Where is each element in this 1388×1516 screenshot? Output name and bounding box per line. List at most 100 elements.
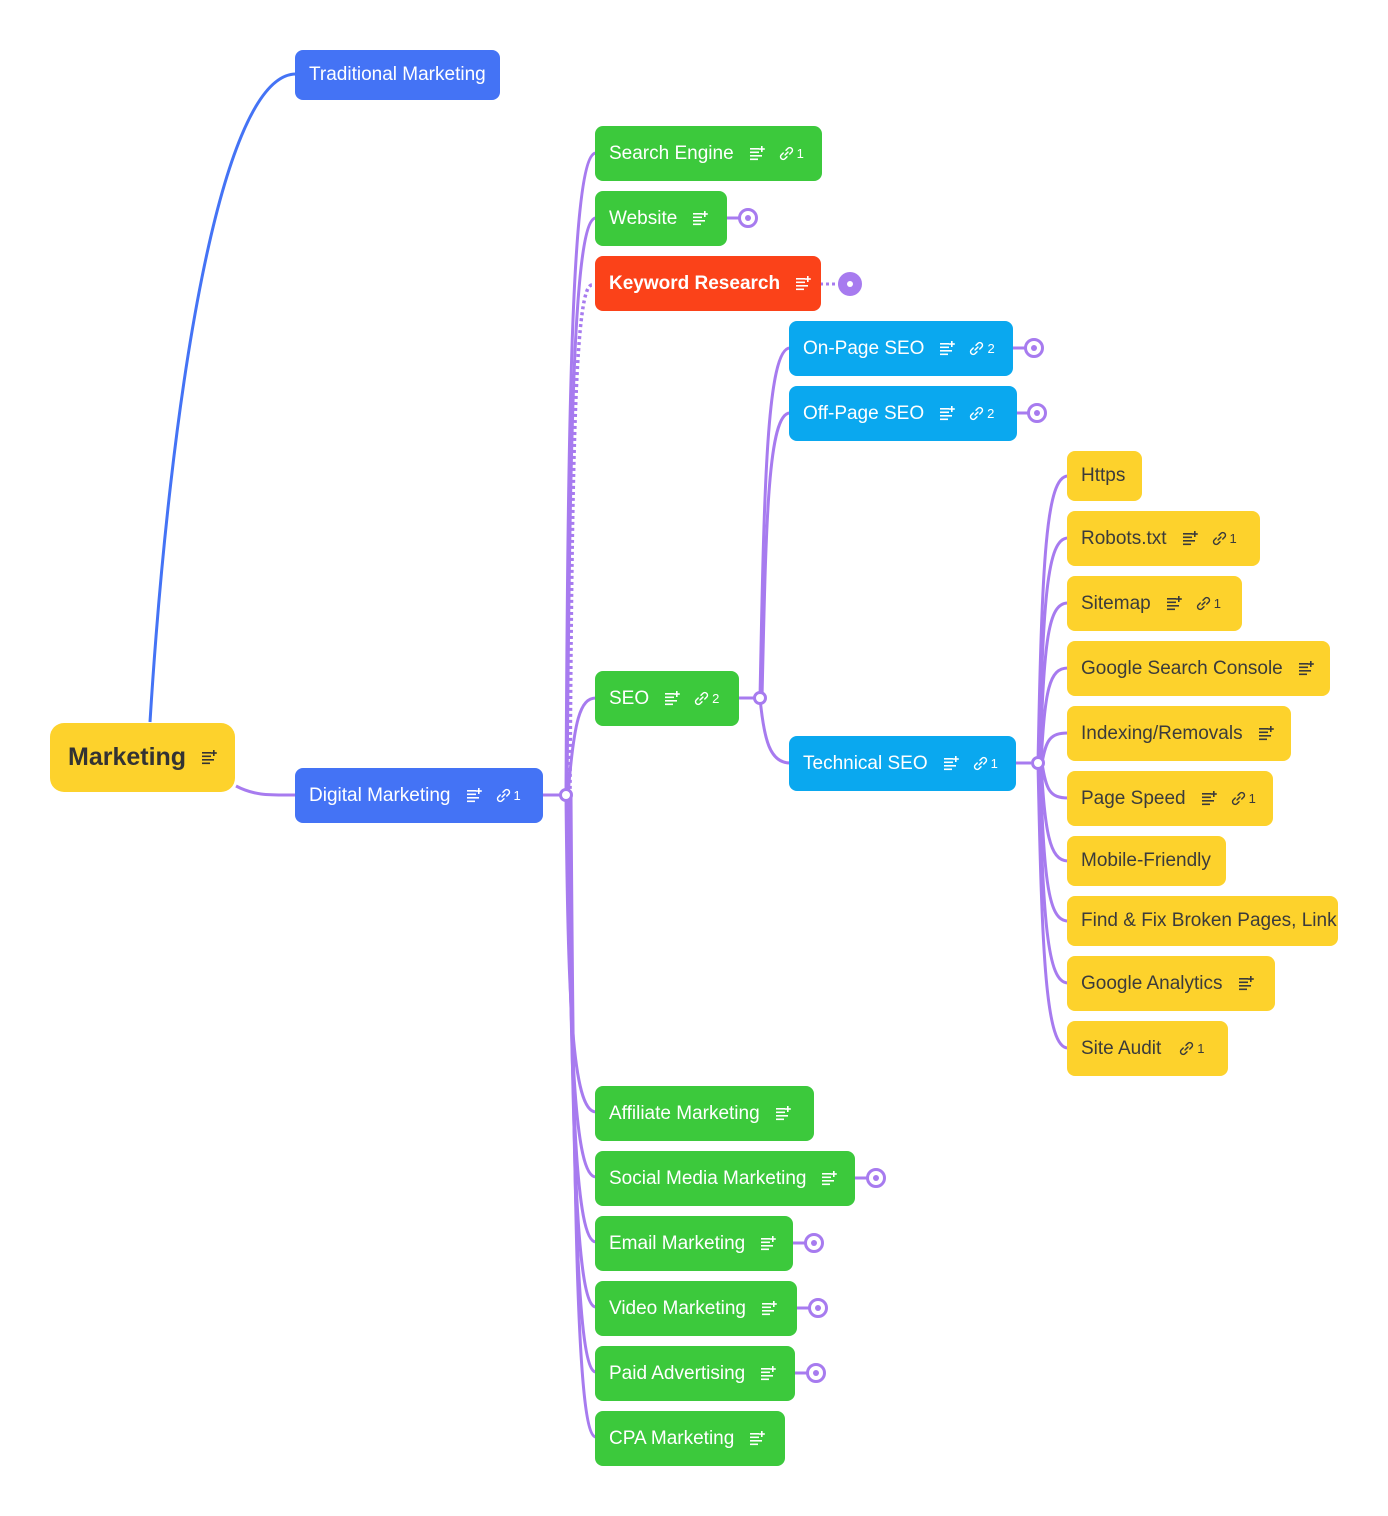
link-tech-sitemap <box>1038 601 1069 764</box>
note-icon[interactable] <box>665 691 680 706</box>
note-icon[interactable] <box>466 788 482 803</box>
node-page-speed[interactable]: Page Speed 1 <box>1067 771 1273 826</box>
node-paid-advertising[interactable]: Paid Advertising <box>595 1346 795 1401</box>
note-icon[interactable] <box>822 1171 838 1186</box>
website-expand-icon[interactable] <box>738 208 758 228</box>
node-label: Social Media Marketing <box>609 1167 807 1189</box>
link-tech-indexing <box>1040 731 1069 764</box>
node-seo[interactable]: SEO 2 <box>595 671 739 726</box>
node-mobile-friendly[interactable]: Mobile-Friendly <box>1067 836 1226 886</box>
note-icon[interactable] <box>1201 791 1217 806</box>
note-icon[interactable] <box>761 1301 777 1316</box>
node-google-analytics[interactable]: Google Analytics <box>1067 956 1275 1011</box>
video-marketing-expand-icon[interactable] <box>808 1298 828 1318</box>
link-tech-mobile <box>1039 762 1069 863</box>
link-count: 1 <box>990 756 998 771</box>
link-icon[interactable]: 2 <box>969 406 994 421</box>
node-label: Robots.txt <box>1081 527 1167 549</box>
node-search-engine[interactable]: Search Engine 1 <box>595 126 822 181</box>
node-find-fix-broken[interactable]: Find & Fix Broken Pages, Link <box>1067 896 1338 946</box>
node-label: Page Speed <box>1081 787 1186 809</box>
link-icon[interactable]: 1 <box>1196 596 1221 611</box>
note-icon[interactable] <box>943 756 959 771</box>
link-tech-site-audit <box>1036 762 1069 1050</box>
digital-branch-hub[interactable] <box>559 788 573 802</box>
node-email-marketing[interactable]: Email Marketing <box>595 1216 793 1271</box>
keyword-research-expand-icon[interactable] <box>838 272 862 296</box>
link-marketing-traditional <box>148 72 297 723</box>
node-label: Email Marketing <box>609 1232 746 1254</box>
node-digital-marketing[interactable]: Digital Marketing 1 <box>295 768 543 823</box>
node-label: Technical SEO <box>803 752 928 774</box>
node-robots-txt[interactable]: Robots.txt 1 <box>1067 511 1260 566</box>
node-label: Off-Page SEO <box>803 402 925 424</box>
off-page-seo-expand-icon[interactable] <box>1027 403 1047 423</box>
email-marketing-expand-icon[interactable] <box>804 1233 824 1253</box>
node-label: CPA Marketing <box>609 1427 735 1449</box>
node-off-page-seo[interactable]: Off-Page SEO 2 <box>789 386 1017 441</box>
node-label: Traditional Marketing <box>309 64 486 85</box>
node-keyword-research[interactable]: Keyword Research <box>595 256 821 311</box>
note-icon[interactable] <box>750 1431 766 1446</box>
link-icon[interactable]: 1 <box>1179 1041 1205 1056</box>
link-digital-cpa <box>569 794 597 1439</box>
node-indexing-removals[interactable]: Indexing/Removals <box>1067 706 1291 761</box>
note-icon[interactable] <box>796 276 811 291</box>
note-icon[interactable] <box>1298 661 1314 676</box>
link-icon[interactable]: 1 <box>1231 791 1256 806</box>
link-digital-seo <box>566 696 597 796</box>
note-icon[interactable] <box>202 750 217 765</box>
note-icon[interactable] <box>761 1236 777 1251</box>
node-https[interactable]: Https <box>1067 451 1142 501</box>
note-icon[interactable] <box>761 1366 777 1381</box>
link-seo-off-page <box>760 411 791 699</box>
technical-branch-hub[interactable] <box>1031 756 1045 770</box>
link-marketing-digital <box>235 784 297 797</box>
node-site-audit[interactable]: Site Audit 1 <box>1067 1021 1228 1076</box>
note-icon[interactable] <box>693 211 709 226</box>
note-icon[interactable] <box>1182 531 1198 546</box>
note-icon[interactable] <box>1238 976 1254 991</box>
node-technical-seo[interactable]: Technical SEO 1 <box>789 736 1016 791</box>
link-tech-gsc <box>1039 666 1069 764</box>
node-traditional-marketing[interactable]: Traditional Marketing <box>295 50 500 100</box>
link-icon[interactable]: 2 <box>694 691 719 706</box>
note-icon[interactable] <box>775 1106 791 1121</box>
node-label: Sitemap <box>1081 592 1151 614</box>
link-seo-on-page <box>758 346 791 699</box>
note-icon[interactable] <box>940 341 956 356</box>
node-label: Indexing/Removals <box>1081 722 1243 744</box>
link-count: 1 <box>1248 791 1256 806</box>
node-label: Google Search Console <box>1081 657 1283 679</box>
note-icon[interactable] <box>1258 726 1274 741</box>
on-page-seo-expand-icon[interactable] <box>1024 338 1044 358</box>
paid-advertising-expand-icon[interactable] <box>806 1363 826 1383</box>
link-digital-search-engine <box>564 151 597 796</box>
social-media-expand-icon[interactable] <box>866 1168 886 1188</box>
note-icon[interactable] <box>1166 596 1182 611</box>
link-count: 1 <box>1229 531 1237 546</box>
link-icon[interactable]: 1 <box>496 788 521 803</box>
node-sitemap[interactable]: Sitemap 1 <box>1067 576 1242 631</box>
link-icon[interactable]: 1 <box>973 756 998 771</box>
node-label: Video Marketing <box>609 1297 746 1319</box>
note-icon[interactable] <box>940 406 955 421</box>
node-website[interactable]: Website <box>595 191 727 246</box>
node-google-search-console[interactable]: Google Search Console <box>1067 641 1330 696</box>
node-marketing[interactable]: Marketing <box>50 723 236 792</box>
node-label: Keyword Research <box>609 272 781 294</box>
link-icon[interactable]: 1 <box>1212 531 1237 546</box>
link-icon[interactable]: 2 <box>969 341 995 356</box>
node-video-marketing[interactable]: Video Marketing <box>595 1281 797 1336</box>
note-icon[interactable] <box>749 146 765 161</box>
node-label: Paid Advertising <box>609 1362 746 1384</box>
link-tech-https <box>1036 474 1069 764</box>
link-icon[interactable]: 1 <box>779 146 804 161</box>
seo-branch-hub[interactable] <box>753 691 767 705</box>
node-affiliate-marketing[interactable]: Affiliate Marketing <box>595 1086 814 1141</box>
node-cpa-marketing[interactable]: CPA Marketing <box>595 1411 785 1466</box>
link-count: 1 <box>1213 596 1221 611</box>
node-social-media-marketing[interactable]: Social Media Marketing <box>595 1151 855 1206</box>
link-count: 1 <box>796 146 804 161</box>
node-on-page-seo[interactable]: On-Page SEO 2 <box>789 321 1013 376</box>
